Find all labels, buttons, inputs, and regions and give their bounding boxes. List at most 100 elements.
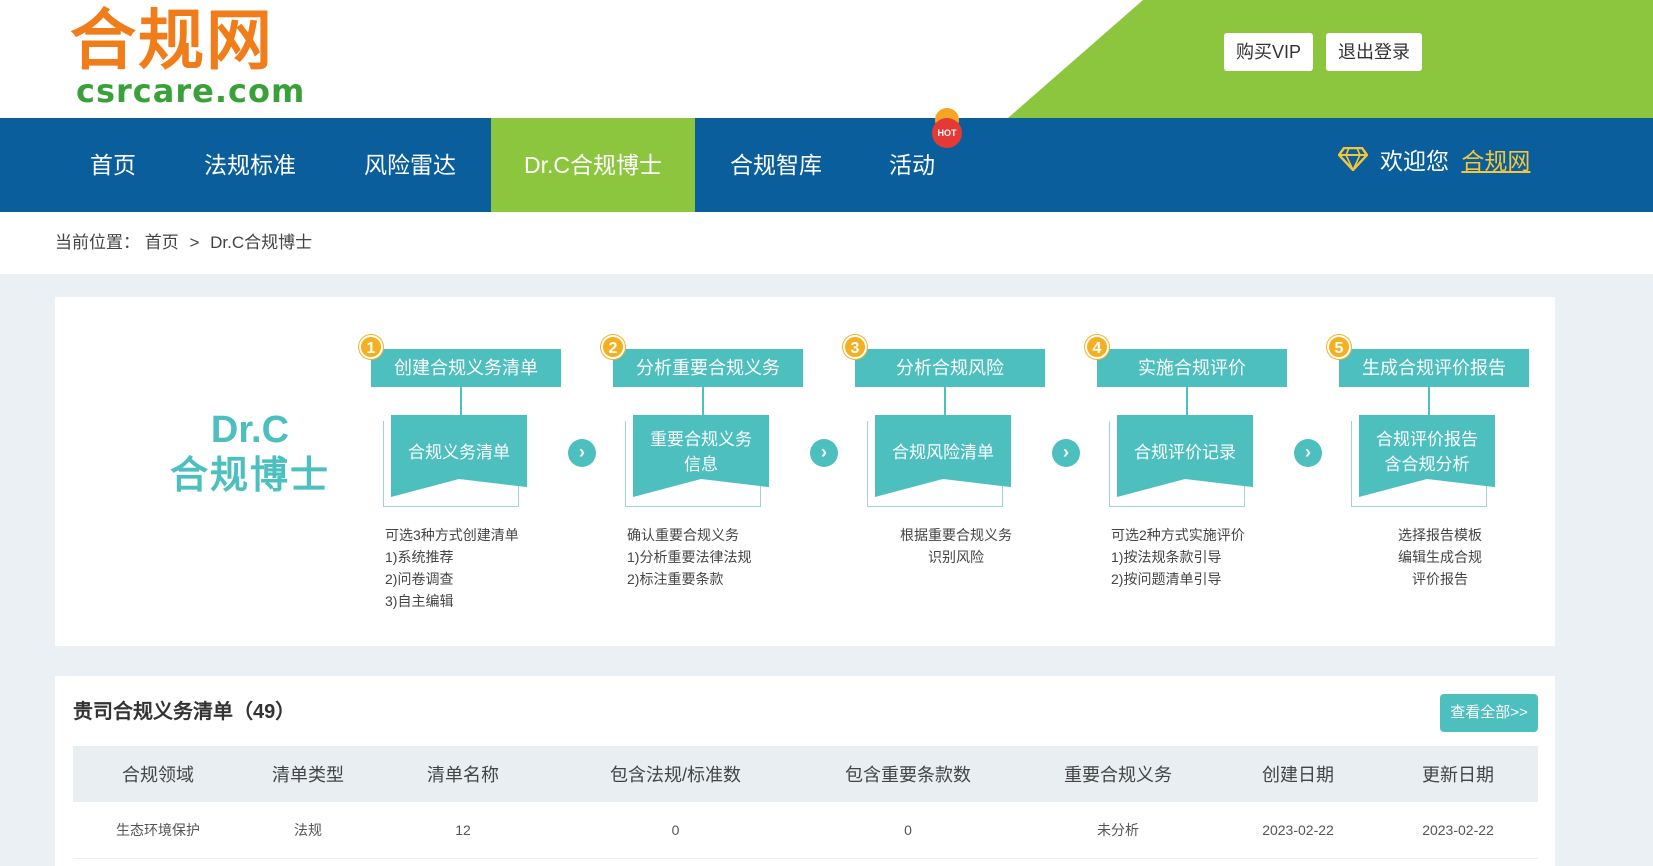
- step-1-desc-line: 2)问卷调查: [385, 571, 454, 587]
- column-header: 合规领域: [73, 746, 243, 802]
- step-5-head[interactable]: 生成合规评价报告: [1339, 349, 1529, 387]
- nav-item-regulations[interactable]: 法规标准: [204, 152, 296, 178]
- step-2-desc-line: 2)标注重要条款: [627, 571, 724, 587]
- step-2-document[interactable]: 重要合规义务信息: [625, 415, 769, 509]
- logout-button[interactable]: 退出登录: [1326, 33, 1422, 71]
- table-cell: 未分析: [1018, 802, 1218, 859]
- step-2-desc-line: 确认重要合规义务: [627, 527, 739, 543]
- step-5-doc-line2: 含合规分析: [1384, 455, 1470, 474]
- step-3: 分析合规风险 3 合规风险清单 根据重要合规义务 识别风险: [843, 335, 1045, 565]
- welcome-user-link[interactable]: 合规网: [1461, 148, 1531, 174]
- drc-title-line2: 合规博士: [169, 455, 330, 497]
- view-all-button[interactable]: 查看全部>>: [1440, 694, 1538, 732]
- column-header: 包含法规/标准数: [553, 746, 798, 802]
- step-3-desc-line: 根据重要合规义务: [900, 527, 1012, 543]
- hot-badge: HOT: [930, 103, 964, 148]
- table-cell: 2023-02-22: [1378, 802, 1538, 859]
- step-3-number: 3: [843, 335, 867, 359]
- nav-item-events[interactable]: 活动: [889, 152, 935, 178]
- step-2-number: 2: [601, 335, 625, 359]
- step-connector: [702, 387, 704, 419]
- drc-process-panel: Dr.C 合规博士 创建合规义务清单 1 合规义务清单 可选3种方式创建清单 1…: [55, 297, 1555, 646]
- nav-item-home[interactable]: 首页: [90, 152, 136, 178]
- step-4-desc-line: 1)按法规条款引导: [1111, 549, 1222, 565]
- step-5-doc-line1: 合规评价报告: [1376, 430, 1478, 449]
- table-row[interactable]: 生态环境保护 法规 12 0 0 未分析 2023-02-22 2023-02-…: [73, 802, 1538, 859]
- step-1-doc-line1: 合规义务清单: [408, 442, 510, 462]
- step-3-document[interactable]: 合规风险清单: [867, 415, 1011, 509]
- step-4-description: 可选2种方式实施评价 1)按法规条款引导 2)按问题清单引导: [1111, 524, 1301, 590]
- step-2-description: 确认重要合规义务 1)分析重要法律法规 2)标注重要条款: [627, 524, 817, 590]
- step-arrow-icon: ›: [568, 439, 596, 467]
- step-connector: [1186, 387, 1188, 419]
- step-1-description: 可选3种方式创建清单 1)系统推荐 2)问卷调查 3)自主编辑: [385, 524, 575, 612]
- step-1: 创建合规义务清单 1 合规义务清单 可选3种方式创建清单 1)系统推荐 2)问卷…: [359, 335, 561, 609]
- step-5-desc-line: 评价报告: [1412, 571, 1468, 587]
- column-header: 清单类型: [243, 746, 373, 802]
- hot-badge-label: HOT: [932, 118, 962, 148]
- logo-domain-text: csrcare.com: [76, 72, 306, 110]
- column-header: 清单名称: [373, 746, 553, 802]
- step-1-head[interactable]: 创建合规义务清单: [371, 349, 561, 387]
- column-header: 重要合规义务: [1018, 746, 1218, 802]
- step-connector: [1428, 387, 1430, 419]
- step-2-desc-line: 1)分析重要法律法规: [627, 549, 752, 565]
- site-logo[interactable]: 合规网 csrcare.com: [70, 2, 306, 110]
- step-4-head[interactable]: 实施合规评价: [1097, 349, 1287, 387]
- step-1-desc-line: 可选3种方式创建清单: [385, 527, 519, 543]
- step-4-desc-line: 可选2种方式实施评价: [1111, 527, 1245, 543]
- step-3-desc-line: 识别风险: [928, 549, 984, 565]
- step-4-desc-line: 2)按问题清单引导: [1111, 571, 1222, 587]
- document-body: 合规评价报告含合规分析: [1359, 415, 1495, 497]
- step-5-desc-line: 选择报告模板: [1398, 527, 1482, 543]
- drc-title-line1: Dr.C: [210, 409, 290, 451]
- step-1-number: 1: [359, 335, 383, 359]
- diamond-icon: [1337, 120, 1369, 206]
- step-3-head[interactable]: 分析合规风险: [855, 349, 1045, 387]
- breadcrumb-current: Dr.C合规博士: [210, 233, 313, 252]
- step-arrow-icon: ›: [1294, 439, 1322, 467]
- step-arrow-icon: ›: [810, 439, 838, 467]
- step-5-number: 5: [1327, 335, 1351, 359]
- nav-item-risk-radar[interactable]: 风险雷达: [364, 152, 456, 178]
- step-5-desc-line: 编辑生成合规: [1398, 549, 1482, 565]
- nav-item-drc[interactable]: Dr.C合规博士: [491, 118, 695, 212]
- step-connector: [944, 387, 946, 419]
- logo-chinese-text: 合规网: [70, 2, 274, 79]
- step-2-doc-line2: 信息: [684, 455, 718, 474]
- step-arrow-icon: ›: [1052, 439, 1080, 467]
- obligations-panel: 贵司合规义务清单（49） 查看全部>> 合规领域 清单类型 清单名称 包含法规/…: [55, 676, 1555, 866]
- nav-item-think-tank[interactable]: 合规智库: [730, 152, 822, 178]
- step-4-doc-line1: 合规评价记录: [1134, 442, 1236, 462]
- welcome-text: 欢迎您: [1380, 148, 1449, 174]
- step-5-document[interactable]: 合规评价报告含合规分析: [1351, 415, 1495, 509]
- breadcrumb-prefix: 当前位置：: [55, 233, 140, 252]
- step-2: 分析重要合规义务 2 重要合规义务信息 确认重要合规义务 1)分析重要法律法规 …: [601, 335, 803, 587]
- drc-title: Dr.C 合规博士: [150, 407, 350, 499]
- step-connector: [460, 387, 462, 419]
- step-2-head[interactable]: 分析重要合规义务: [613, 349, 803, 387]
- step-1-desc-line: 3)自主编辑: [385, 593, 454, 609]
- table-cell: 0: [553, 802, 798, 859]
- step-1-desc-line: 1)系统推荐: [385, 549, 454, 565]
- obligations-title: 贵司合规义务清单（49）: [73, 701, 296, 723]
- column-header: 创建日期: [1218, 746, 1378, 802]
- top-header: 合规网 csrcare.com 购买VIP 退出登录: [0, 0, 1653, 118]
- step-5: 生成合规评价报告 5 合规评价报告含合规分析 选择报告模板 编辑生成合规 评价报…: [1327, 335, 1529, 587]
- buy-vip-button[interactable]: 购买VIP: [1224, 33, 1314, 71]
- step-4-document[interactable]: 合规评价记录: [1109, 415, 1253, 509]
- step-3-description: 根据重要合规义务 识别风险: [855, 524, 1045, 568]
- table-cell: 12: [373, 802, 553, 859]
- step-4-number: 4: [1085, 335, 1109, 359]
- step-1-document[interactable]: 合规义务清单: [383, 415, 527, 509]
- column-header: 包含重要条款数: [798, 746, 1018, 802]
- table-cell: 生态环境保护: [73, 802, 243, 859]
- table-cell: 法规: [243, 802, 373, 859]
- step-4: 实施合规评价 4 合规评价记录 可选2种方式实施评价 1)按法规条款引导 2)按…: [1085, 335, 1287, 587]
- breadcrumb: 当前位置： 首页 > Dr.C合规博士: [0, 212, 1653, 274]
- breadcrumb-separator: >: [189, 233, 200, 252]
- step-3-doc-line1: 合规风险清单: [892, 442, 994, 462]
- step-2-doc-line1: 重要合规义务: [650, 430, 752, 449]
- breadcrumb-home-link[interactable]: 首页: [144, 233, 179, 252]
- column-header: 更新日期: [1378, 746, 1538, 802]
